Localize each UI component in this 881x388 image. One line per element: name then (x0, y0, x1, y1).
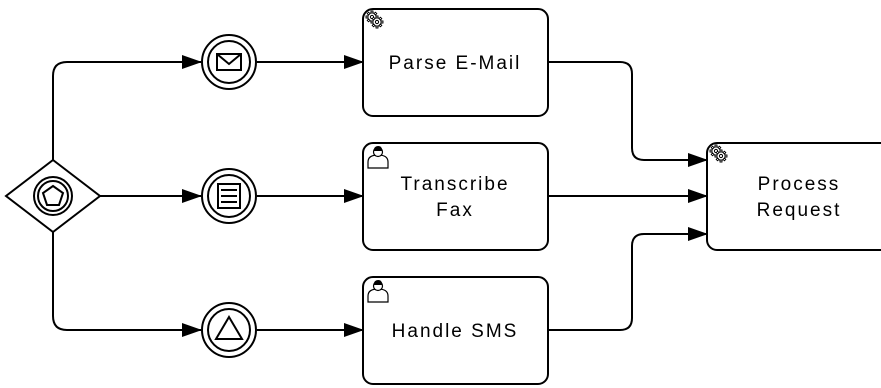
gear-icon (714, 149, 728, 163)
task-label: Parse E-Mail (389, 53, 522, 74)
user-icon (367, 146, 389, 169)
flow-handle-sms-to-process-request[interactable] (548, 227, 708, 331)
sequence-flows (52, 55, 708, 337)
task-label-line-2: Fax (436, 200, 474, 221)
gear-icon (370, 15, 384, 29)
pentagon-icon (41, 184, 65, 206)
task-label-line-1: Process (758, 174, 841, 195)
task-transcribe-fax[interactable]: Transcribe Fax (362, 142, 549, 251)
task-label-line-1: Transcribe (400, 174, 509, 195)
signal-catch-event[interactable] (201, 302, 257, 358)
flow-parse-email-to-process-request[interactable] (548, 61, 708, 167)
conditional-catch-event[interactable] (201, 168, 257, 224)
task-label-line-2: Request (757, 200, 842, 221)
task-process-request[interactable]: Process Request (706, 142, 881, 251)
flow-gateway-to-message[interactable] (52, 55, 202, 160)
user-icon (367, 280, 389, 303)
task-handle-sms[interactable]: Handle SMS (362, 276, 549, 385)
envelope-icon (216, 53, 242, 71)
flow-gateway-to-signal[interactable] (52, 232, 202, 337)
triangle-icon (214, 315, 244, 340)
lines-icon (217, 183, 241, 209)
message-catch-event[interactable] (201, 34, 257, 90)
task-label: Handle SMS (392, 321, 519, 342)
task-parse-email[interactable]: Parse E-Mail (362, 8, 549, 117)
event-based-gateway[interactable] (4, 158, 102, 234)
